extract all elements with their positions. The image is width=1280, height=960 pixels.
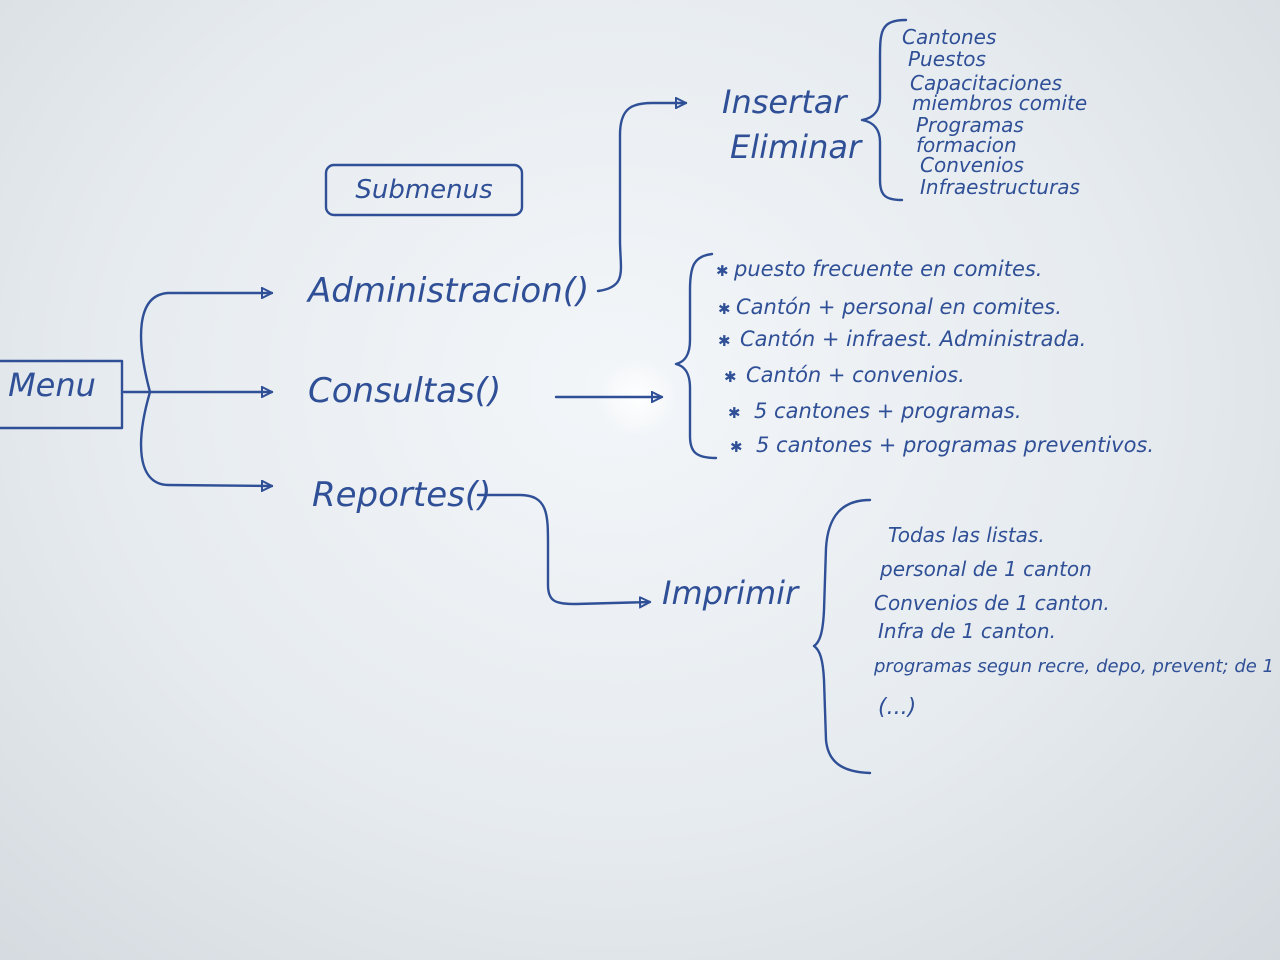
admin-entity: Cantones — [902, 25, 996, 49]
consultas-item: ✱ 5 cantones + programas. — [728, 399, 1022, 423]
consultas-item: ✱ puesto frecuente en comites. — [716, 257, 1042, 281]
admin-entity: Puestos — [908, 47, 986, 71]
reportes-action-imprimir: Imprimir — [662, 574, 800, 612]
reportes-item: Infra de 1 canton. — [878, 619, 1056, 643]
consultas-item-text: 5 cantones + programas. — [754, 399, 1022, 423]
branch-reportes: Reportes() — [312, 475, 491, 515]
admin-entity: Programas — [916, 113, 1024, 137]
admin-action-eliminar: Eliminar — [730, 128, 863, 166]
bullet-star-icon: ✱ — [716, 262, 729, 280]
admin-entities-brace — [860, 18, 908, 202]
reportes-item: (...) — [878, 695, 916, 720]
title-box: Submenus — [324, 163, 524, 217]
reportes-brace — [812, 498, 872, 775]
bullet-star-icon: ✱ — [724, 368, 737, 386]
consultas-item-text: Cantón + convenios. — [746, 363, 965, 387]
diagram-title: Submenus — [355, 175, 492, 205]
admin-entity: formacion — [916, 133, 1017, 157]
reportes-item: programas segun recre, depo, prevent; de… — [873, 656, 1274, 677]
reportes-list: Todas las listas. personal de 1 canton C… — [873, 523, 1274, 720]
branch-consultas: Consultas() — [308, 371, 501, 411]
reportes-item: personal de 1 canton — [879, 557, 1092, 581]
bullet-star-icon: ✱ — [718, 332, 731, 350]
consultas-item: ✱ Cantón + infraest. Administrada. — [718, 327, 1086, 351]
bullet-star-icon: ✱ — [730, 438, 743, 456]
admin-action-insertar: Insertar — [722, 83, 848, 121]
menu-connectors — [122, 293, 274, 486]
consultas-item-text: Cantón + infraest. Administrada. — [740, 327, 1086, 351]
menu-label: Menu — [8, 366, 96, 404]
admin-entity: Convenios — [920, 153, 1024, 177]
consultas-list: ✱ puesto frecuente en comites. ✱ Cantón … — [716, 257, 1154, 457]
bullet-star-icon: ✱ — [718, 300, 731, 318]
branch-administracion: Administracion() — [306, 271, 589, 311]
menu-box: Menu — [0, 359, 124, 430]
arrow-to-administracion — [139, 293, 274, 394]
consultas-item-text: puesto frecuente en comites. — [733, 257, 1042, 281]
arrow-to-reportes — [139, 390, 274, 486]
admin-entity: Infraestructuras — [920, 175, 1080, 199]
reportes-item: Todas las listas. — [888, 523, 1045, 547]
menu-box-border — [0, 359, 124, 430]
consultas-item-text: Cantón + personal en comites. — [736, 295, 1062, 319]
arrow-to-imprimir — [476, 493, 652, 604]
arrow-to-admin-actions — [596, 103, 688, 293]
reportes-item: Convenios de 1 canton. — [874, 591, 1110, 615]
consultas-item: ✱ Cantón + convenios. — [724, 363, 965, 387]
consultas-brace — [674, 252, 718, 460]
admin-entity: Capacitaciones — [910, 71, 1062, 95]
bullet-star-icon: ✱ — [728, 404, 741, 422]
title-box-border — [324, 163, 524, 217]
consultas-item: ✱ 5 cantones + programas preventivos. — [730, 433, 1154, 457]
consultas-item: ✱ Cantón + personal en comites. — [718, 295, 1062, 319]
admin-entities-list: Cantones Puestos Capacitaciones miembros… — [902, 25, 1087, 199]
consultas-item-text: 5 cantones + programas preventivos. — [756, 433, 1154, 457]
admin-entity: miembros comite — [912, 91, 1087, 115]
